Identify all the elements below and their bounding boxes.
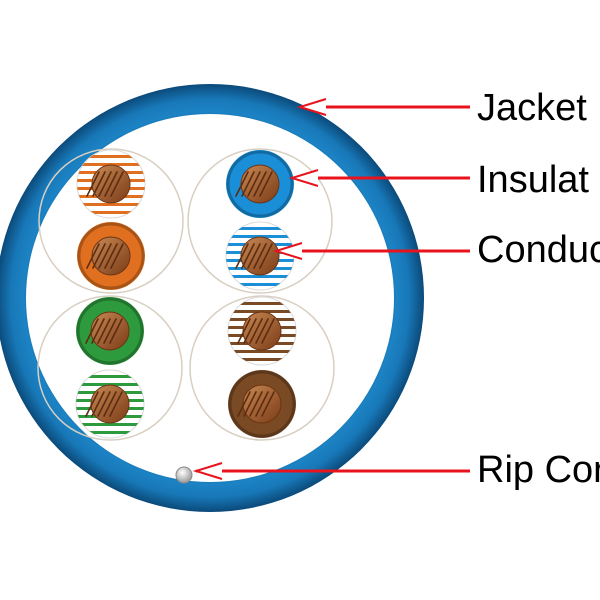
wire-blue-white-stripe [225, 221, 295, 291]
conductor [235, 164, 280, 204]
wire-brown-white-stripe [227, 296, 297, 366]
wire-solid-orange [77, 222, 145, 290]
label-jacket: Jacket [477, 87, 587, 129]
pair-outline-green [37, 295, 183, 441]
labels: Jacket Insulat Conduc Rip Cor [477, 87, 600, 491]
arrow-insulation [288, 169, 470, 187]
conductor [235, 236, 280, 276]
conductor [237, 311, 282, 351]
pair-outline-blue [187, 148, 333, 294]
arrow-rip-cord [192, 462, 470, 480]
wire-solid-green [76, 297, 144, 365]
pair-outline-orange [38, 148, 184, 294]
conductor [85, 384, 130, 424]
callout-arrows [192, 98, 470, 480]
label-rip-cord: Rip Cor [477, 449, 600, 491]
wire-orange-white-stripe [76, 149, 146, 219]
conductor [86, 236, 131, 276]
pair-outlines [37, 148, 335, 441]
twisted-pairs [75, 149, 297, 439]
conductor [237, 384, 282, 424]
conductor [85, 311, 130, 351]
arrow-jacket [296, 98, 470, 116]
wire-solid-blue [226, 150, 294, 218]
wire-solid-brown [228, 370, 296, 438]
conductor [86, 164, 131, 204]
rip-cord [175, 466, 193, 484]
jacket [0, 84, 424, 512]
label-conductor: Conduc [477, 229, 600, 271]
wire-green-white-stripe [75, 369, 145, 439]
label-insulation: Insulat [477, 159, 589, 201]
pair-outline-brown [189, 295, 335, 441]
arrow-conductor [272, 242, 470, 260]
